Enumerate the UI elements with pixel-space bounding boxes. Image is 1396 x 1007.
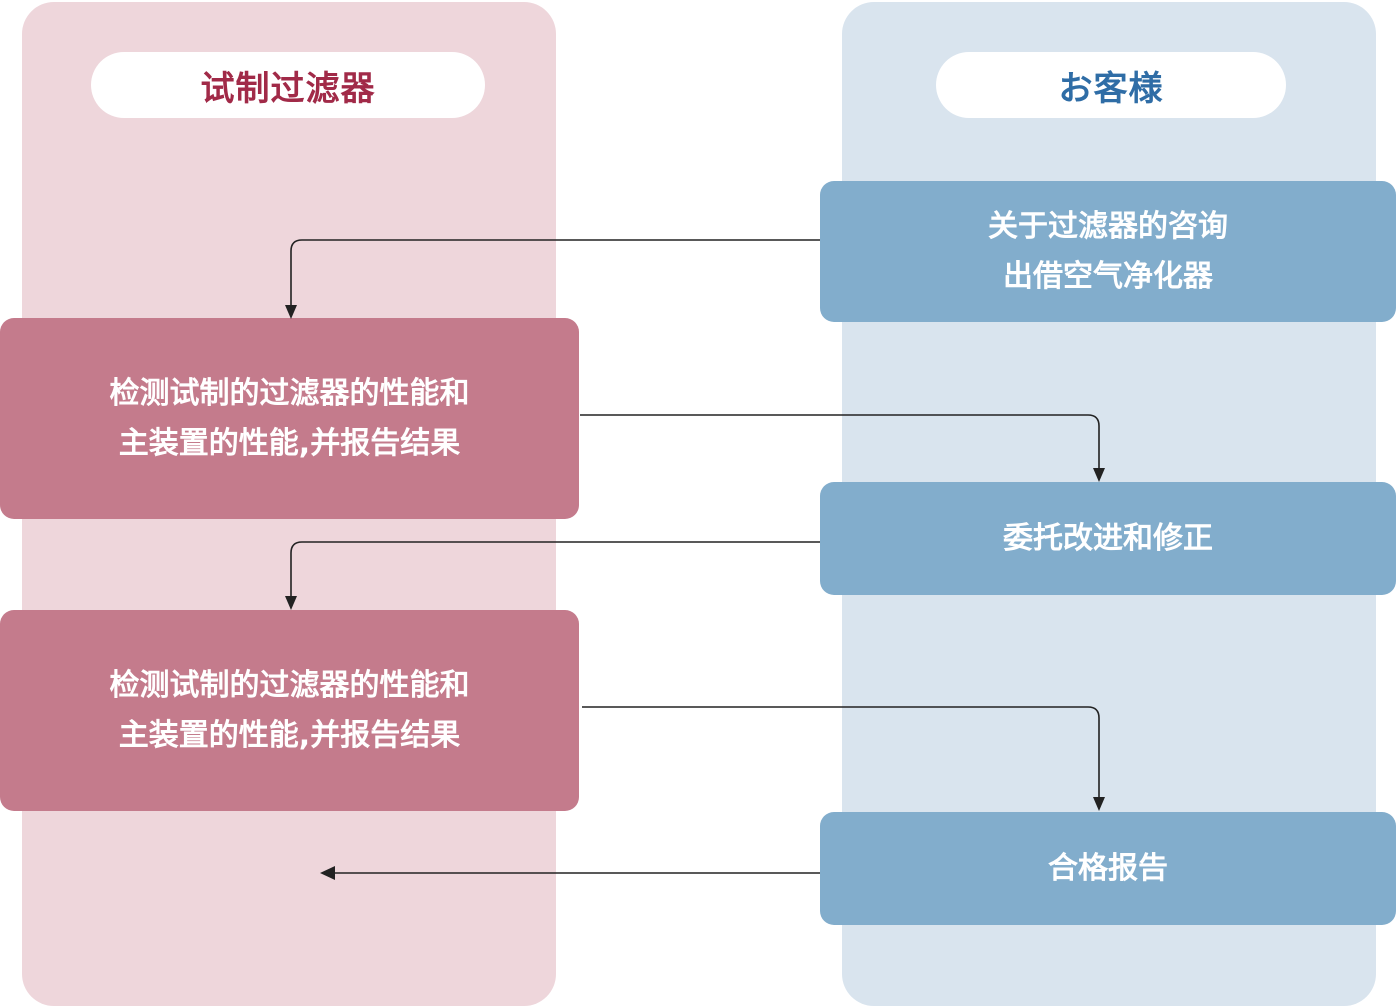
- step-inquiry-line2: 出借空气净化器: [1003, 258, 1213, 294]
- step-test-report-1: 检测试制的过滤器的性能和 主装置的性能,并报告结果: [0, 318, 579, 519]
- step-request-revision: 委托改进和修正: [820, 482, 1396, 595]
- step-test-report-1-line2: 主装置的性能,并报告结果: [118, 425, 461, 461]
- step-test-report-1-line1: 检测试制的过滤器的性能和: [109, 375, 470, 411]
- step-inquiry-line1: 关于过滤器的咨询: [988, 208, 1228, 244]
- step-pass-report: 合格报告: [820, 812, 1396, 925]
- step-test-report-2-line1: 检测试制的过滤器的性能和: [109, 667, 470, 703]
- step-inquiry: 关于过滤器的咨询 出借空气净化器: [820, 181, 1396, 322]
- step-test-report-2: 检测试制的过滤器的性能和 主装置的性能,并报告结果: [0, 610, 579, 811]
- lane-title-customer: お客様: [936, 52, 1286, 118]
- step-test-report-2-line2: 主装置的性能,并报告结果: [118, 717, 461, 753]
- step-pass-report-text: 合格报告: [1048, 850, 1168, 886]
- lane-title-trial-filter: 试制过滤器: [91, 52, 485, 118]
- step-request-revision-text: 委托改进和修正: [1003, 520, 1213, 556]
